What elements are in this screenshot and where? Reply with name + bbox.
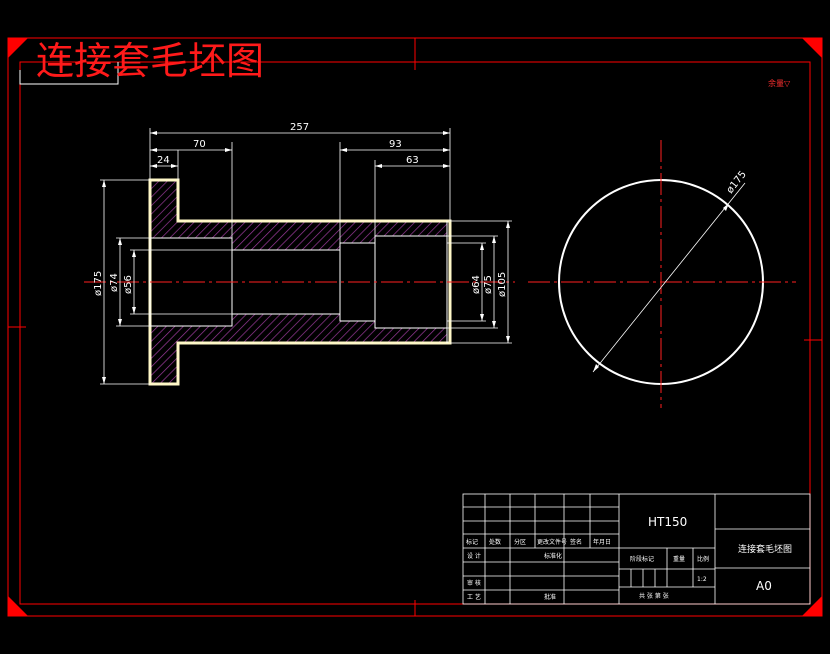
side-view: ø175 (528, 140, 796, 408)
corner-mark-tr (802, 38, 822, 58)
dim-flange-width: 24 (157, 155, 170, 166)
dim-dia-75: ø75 (483, 275, 494, 294)
dim-dia-flange: ø175 (93, 271, 104, 296)
title-block (462, 493, 811, 605)
approve-label: 批准 (544, 593, 556, 601)
dim-dia-105: ø105 (497, 272, 508, 297)
corner-mark-tl (8, 38, 28, 58)
process-label: 工 艺 (467, 593, 481, 601)
outer-frame (7, 37, 823, 617)
rev-header-3: 更改文件号 (537, 538, 567, 546)
dim-side-dia: ø175 (725, 169, 749, 196)
material: HT150 (648, 515, 687, 529)
drawing-title: 连接套毛坯图 (36, 39, 264, 83)
dim-dia-56: ø56 (123, 275, 134, 294)
dim-overall-length: 257 (290, 122, 309, 133)
sheets-label: 共 张 第 张 (639, 592, 669, 600)
hatch-upper-wall (150, 180, 447, 250)
rev-header-5: 年月日 (593, 538, 611, 546)
dim-right-outer: 93 (389, 139, 402, 150)
corner-mark-bl (8, 596, 28, 616)
rev-header-1: 处数 (489, 538, 501, 546)
weight-label: 重量 (673, 555, 685, 563)
section-view (84, 178, 515, 386)
revision-header-row: 标记 处数 分区 更改文件号 签名 年月日 (466, 538, 611, 546)
title-box (19, 62, 119, 85)
scale-value: 1:2 (697, 576, 707, 583)
rev-header-2: 分区 (514, 538, 526, 546)
scale-label: 比例 (697, 555, 709, 563)
roughness-note: 余量▽ (768, 78, 791, 88)
part-name: 连接套毛坯图 (738, 543, 792, 555)
hatch-lower-wall (150, 314, 447, 384)
dim-dia-74: ø74 (109, 273, 120, 292)
standardize-label: 标准化 (544, 552, 562, 560)
side-view-dim-line (592, 182, 746, 373)
dim-right-counterbore: 63 (406, 155, 419, 166)
rev-header-0: 标记 (466, 538, 478, 546)
stage-label: 阶段标记 (630, 555, 654, 563)
rev-header-4: 签名 (570, 538, 582, 546)
drawing-number: A0 (756, 579, 772, 593)
dim-flange-to-bore: 70 (193, 139, 206, 150)
design-label: 设 计 (467, 552, 481, 560)
dim-dia-64: ø64 (471, 275, 482, 294)
review-label: 审 核 (467, 579, 481, 587)
corner-mark-br (802, 596, 822, 616)
